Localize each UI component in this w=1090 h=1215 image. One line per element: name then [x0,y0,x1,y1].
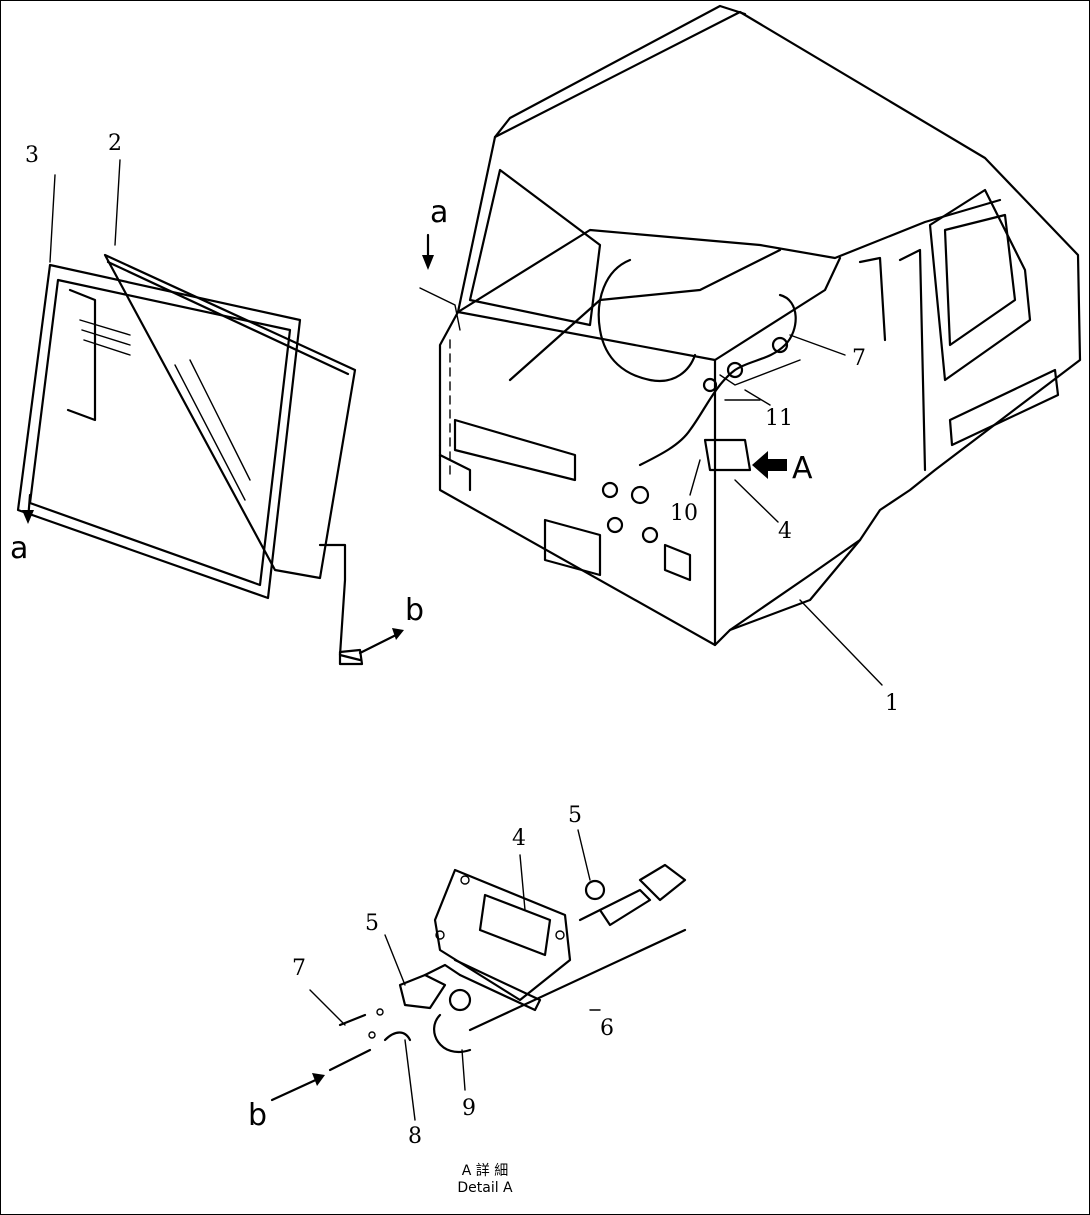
callout-3: 3 [25,143,39,168]
marker-a-left: a [10,531,28,566]
callout-4-detail: 4 [512,826,526,851]
callout-9: 9 [462,1096,476,1121]
callout-2: 2 [108,131,122,156]
switch-part-5 [398,963,462,1010]
caption-en: Detail A [457,1180,513,1196]
terminal-parts-7-8-9 [328,1008,472,1072]
window-glass-part-2 [103,253,357,580]
callout-5-nut: 5 [568,803,582,828]
connector-part-6 [468,863,687,1032]
callout-5-switch: 5 [365,911,379,936]
wiring-harness [597,258,801,544]
leader-lines [49,159,883,1121]
marker-view-A: A [792,451,813,486]
marker-b-bottom: b [248,1098,267,1133]
callout-6: 6 [600,1016,614,1041]
cab-body [438,4,1082,647]
marker-a-top: a [430,195,448,230]
callout-7-detail: 7 [292,956,306,981]
view-arrow-A [752,451,787,479]
window-lead-wire [318,543,364,666]
callout-7: 7 [852,346,866,371]
arrows [22,233,787,1102]
bracket-part-4 [433,868,572,1012]
callout-10: 10 [670,501,698,526]
callout-4: 4 [778,519,792,544]
nut-part-5 [448,879,606,1012]
callout-8: 8 [408,1124,422,1149]
marker-b-right: b [405,593,424,628]
caption-jp: A 詳 細 [461,1163,509,1179]
callout-11: 11 [765,406,793,431]
window-seal-part-3 [16,263,302,600]
callout-1: 1 [885,691,899,716]
